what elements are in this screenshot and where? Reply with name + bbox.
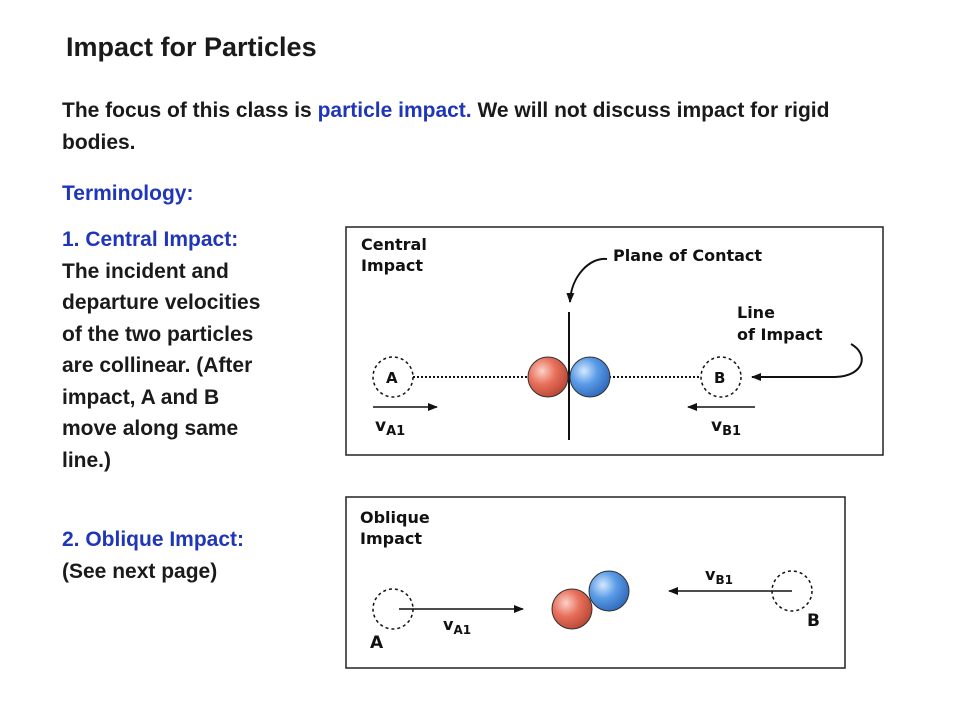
red-ball bbox=[527, 356, 569, 398]
central-line: impact, A and B bbox=[62, 385, 220, 409]
central-impact-heading: 1. Central Impact: bbox=[62, 228, 239, 251]
figure-title-line2: Impact bbox=[361, 256, 423, 275]
plane-arrow-icon bbox=[566, 257, 608, 303]
central-impact-figure: Central Impact Plane of Contact Line of … bbox=[345, 226, 884, 456]
central-line: departure velocities bbox=[62, 291, 261, 314]
central-line: of the two particles bbox=[62, 322, 254, 346]
intro-prefix: The focus of this class is bbox=[62, 99, 318, 122]
terminology-heading: Terminology: bbox=[62, 182, 194, 205]
velocity-a-label: vA1 bbox=[375, 416, 405, 439]
central-line: The incident and bbox=[62, 259, 229, 283]
oblique-impact-figure: Oblique Impact A vA1 B vB1 bbox=[345, 496, 846, 669]
line-of-impact-label-1: Line bbox=[737, 303, 775, 322]
red-ball bbox=[551, 588, 593, 630]
figure-frame bbox=[345, 226, 884, 456]
figure-title-line1: Central bbox=[361, 235, 427, 254]
particle-a-label: A bbox=[386, 369, 398, 387]
intro-highlight: particle impact. bbox=[317, 99, 472, 122]
central-line: move along same bbox=[62, 417, 239, 440]
central-line: are collinear. (After bbox=[62, 354, 253, 377]
blue-ball bbox=[588, 570, 630, 612]
central-impact-description: 1. Central Impact: The incident and depa… bbox=[62, 224, 322, 476]
oblique-impact-heading: 2. Oblique Impact: bbox=[62, 528, 245, 551]
oblique-note: (See next page) bbox=[62, 559, 218, 583]
particle-b-label: B bbox=[714, 369, 725, 387]
oblique-impact-description: 2. Oblique Impact: (See next page) bbox=[62, 524, 322, 587]
particle-b-label: B bbox=[807, 611, 820, 631]
figure-title-line1: Oblique bbox=[360, 508, 430, 527]
line-of-impact-label-2: of Impact bbox=[737, 325, 823, 344]
particle-a-label: A bbox=[370, 633, 384, 653]
particle-b-outline bbox=[700, 356, 742, 398]
plane-of-contact-label: Plane of Contact bbox=[613, 246, 762, 265]
page-title: Impact for Particles bbox=[66, 32, 317, 62]
figure-title-line2: Impact bbox=[360, 529, 422, 548]
velocity-b-label: vB1 bbox=[711, 416, 741, 439]
velocity-b-label: vB1 bbox=[705, 565, 733, 587]
particle-a-outline bbox=[372, 356, 414, 398]
line-of-impact-curve bbox=[815, 343, 863, 378]
velocity-a-label: vA1 bbox=[443, 615, 471, 637]
intro-suffix: We will not discuss impact for rigid bod… bbox=[62, 99, 830, 154]
central-line: line.) bbox=[62, 448, 112, 472]
intro-paragraph: The focus of this class is particle impa… bbox=[62, 95, 882, 159]
blue-ball bbox=[569, 356, 611, 398]
